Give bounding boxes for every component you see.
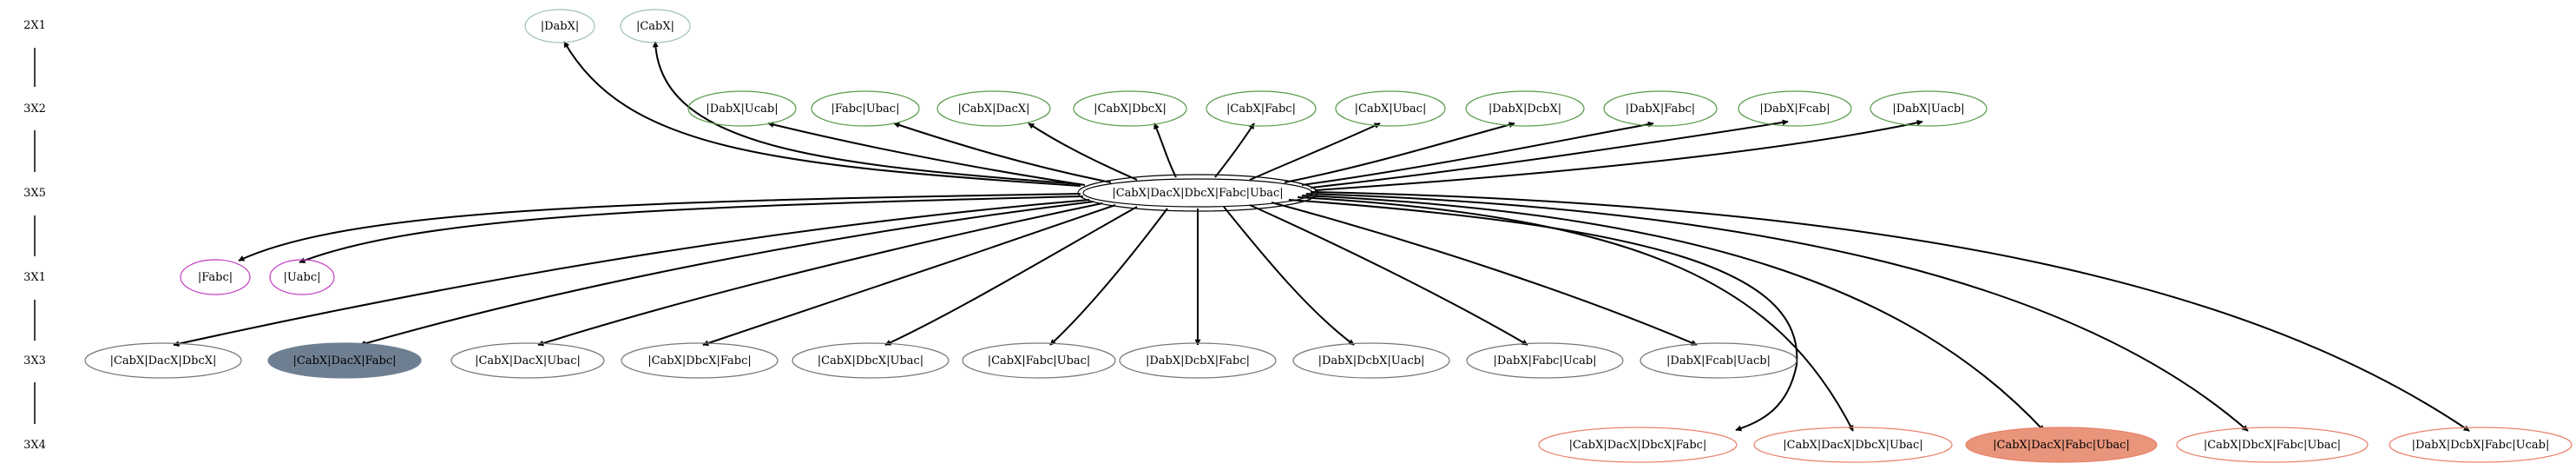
node-label: |CabX|Fabc| — [1226, 103, 1296, 116]
edge — [1223, 206, 1355, 346]
node-label: |CabX|DacX| — [957, 103, 1029, 116]
node-label: |DabX|Fabc| — [1626, 103, 1695, 116]
node-dabx-dcbx-fabc-ucab[interactable]: |DabX|DcbX|Fabc|Ucab| — [2389, 427, 2573, 463]
node-label: |Uabc| — [283, 271, 320, 284]
node-label: |DabX|DcbX|Fabc| — [1146, 354, 1250, 367]
edge — [652, 41, 1081, 185]
node-label: |CabX|DbcX|Fabc| — [647, 354, 752, 367]
node-label: |DabX|Fabc|Ucab| — [1493, 354, 1596, 367]
node-cabx-dbcx[interactable]: |CabX|DbcX| — [1073, 90, 1187, 127]
node-cabx-dacx-dbcx-fabc[interactable]: |CabX|DacX|DbcX|Fabc| — [1538, 427, 1738, 463]
node-dabx-fabc[interactable]: |DabX|Fabc| — [1603, 90, 1718, 127]
rank-label-2x1: 2X1 — [23, 19, 46, 32]
node-cabx-dacx-fabc-ubac[interactable]: |CabX|DacX|Fabc|Ubac| — [1965, 427, 2158, 463]
node-label: |CabX|DacX|Fabc| — [293, 354, 397, 367]
node-label: |CabX|DacX|Ubac| — [475, 354, 581, 367]
node-label: |DabX|DcbX| — [1488, 103, 1561, 116]
edges — [173, 41, 2470, 432]
node-cabx-dacx[interactable]: |CabX|DacX| — [936, 90, 1051, 127]
node-fabc-ubac[interactable]: |Fabc|Ubac| — [811, 90, 920, 127]
node-label: |CabX|DbcX|Ubac| — [818, 354, 923, 367]
edge — [238, 193, 1081, 261]
edge — [1214, 122, 1255, 178]
node-label: |DabX| — [541, 20, 580, 33]
edge — [1310, 119, 1789, 189]
node-dabx-uacb[interactable]: |DabX|Uacb| — [1870, 90, 1988, 127]
edge — [563, 41, 1081, 187]
rank-label-3x3: 3X3 — [23, 354, 46, 367]
edge — [1153, 122, 1177, 178]
node-label: |Fabc|Ubac| — [831, 103, 900, 116]
rank-axis: 2X1 3X2 3X5 3X1 3X3 3X4 — [23, 19, 46, 452]
node-dabx-fcab[interactable]: |DabX|Fcab| — [1738, 90, 1852, 127]
node-cabx-dbcx-fabc[interactable]: |CabX|DbcX|Fabc| — [621, 342, 779, 379]
node-label: |DabX|Uacb| — [1892, 103, 1964, 116]
nodes: |DabX| |CabX| |DabX|Ucab| |Fabc|Ubac| |C… — [84, 9, 2573, 463]
node-cabx-dacx-dbcx[interactable]: |CabX|DacX|DbcX| — [84, 342, 242, 379]
node-label: |CabX|DacX|DbcX| — [110, 354, 217, 367]
edge — [1305, 193, 2249, 432]
node-cabx-fabc-ubac[interactable]: |CabX|Fabc|Ubac| — [962, 342, 1116, 379]
node-dabx-fabc-ucab[interactable]: |DabX|Fabc|Ucab| — [1466, 342, 1624, 379]
edge — [1297, 196, 1854, 432]
edge — [1288, 199, 1798, 432]
edge — [767, 122, 1086, 186]
edge — [173, 199, 1090, 348]
node-label: |CabX|DacX|DbcX|Ubac| — [1783, 439, 1922, 452]
node-cabx-dacx-dbcx-ubac[interactable]: |CabX|DacX|DbcX|Ubac| — [1753, 427, 1953, 463]
node-dabx-fcab-uacb[interactable]: |DabX|Fcab|Uacb| — [1640, 342, 1797, 379]
edge — [1301, 195, 2045, 432]
edge — [1301, 121, 1654, 186]
node-fabc[interactable]: |Fabc| — [180, 259, 251, 295]
edge — [359, 201, 1094, 347]
node-cabx-dbcx-fabc-ubac[interactable]: |CabX|DbcX|Fabc|Ubac| — [2176, 427, 2369, 463]
node-dabx-dcbx-uacb[interactable]: |DabX|DcbX|Uacb| — [1292, 342, 1450, 379]
rank-label-3x4: 3X4 — [23, 439, 46, 452]
node-dabx-dcbx-fabc[interactable]: |DabX|DcbX|Fabc| — [1119, 342, 1277, 379]
edge — [1310, 191, 2470, 432]
edge — [893, 122, 1112, 183]
edge — [884, 206, 1138, 346]
edge — [1028, 122, 1138, 181]
node-center[interactable]: |CabX|DacX|DbcX|Fabc|Ubac| — [1077, 174, 1318, 212]
node-cabx-dacx-ubac[interactable]: |CabX|DacX|Ubac| — [450, 342, 605, 379]
node-label: |CabX|Fabc|Ubac| — [988, 354, 1091, 367]
node-label: |CabX|DbcX| — [1094, 103, 1166, 116]
node-label: |CabX|DacX|DbcX|Fabc|Ubac| — [1112, 187, 1283, 200]
edge — [1271, 202, 1698, 346]
node-cabx-dbcx-ubac[interactable]: |CabX|DbcX|Ubac| — [792, 342, 950, 379]
edge — [299, 195, 1084, 264]
node-cabx-ubac[interactable]: |CabX|Ubac| — [1335, 90, 1446, 127]
node-uabc[interactable]: |Uabc| — [269, 259, 335, 295]
edge — [1249, 122, 1381, 181]
edge — [1249, 204, 1528, 346]
rank-label-3x1: 3X1 — [23, 271, 46, 284]
edge — [537, 202, 1103, 347]
edge — [702, 204, 1116, 347]
edge — [1049, 208, 1168, 346]
node-label: |CabX|Ubac| — [1355, 103, 1427, 116]
node-label: |DabX|DcbX|Uacb| — [1318, 354, 1425, 367]
node-label: |DabX|Fcab| — [1759, 103, 1830, 116]
node-dabx-dcbx[interactable]: |DabX|DcbX| — [1465, 90, 1585, 127]
node-label: |CabX|DacX|Fabc|Ubac| — [1993, 439, 2130, 452]
edge — [1284, 122, 1515, 183]
node-dabx-ucab[interactable]: |DabX|Ucab| — [687, 90, 797, 127]
node-label: |DabX|DcbX|Fabc|Ucab| — [2412, 439, 2550, 452]
node-label: |DabX|Fcab|Uacb| — [1666, 354, 1771, 367]
node-label: |CabX|DacX|DbcX|Fabc| — [1569, 439, 1707, 452]
node-cabx-dacx-fabc[interactable]: |CabX|DacX|Fabc| — [267, 342, 422, 379]
edge — [1314, 119, 1923, 191]
node-label: |Fabc| — [198, 271, 233, 284]
node-dabx[interactable]: |DabX| — [524, 9, 595, 43]
rank-label-3x5: 3X5 — [23, 187, 46, 200]
node-label: |DabX|Ucab| — [706, 103, 778, 116]
node-label: |CabX|DbcX|Fabc|Ubac| — [2204, 439, 2341, 452]
node-cabx-fabc[interactable]: |CabX|Fabc| — [1206, 90, 1317, 127]
rank-label-3x2: 3X2 — [23, 103, 46, 116]
node-label: |CabX| — [636, 20, 674, 33]
node-cabx[interactable]: |CabX| — [620, 9, 691, 43]
